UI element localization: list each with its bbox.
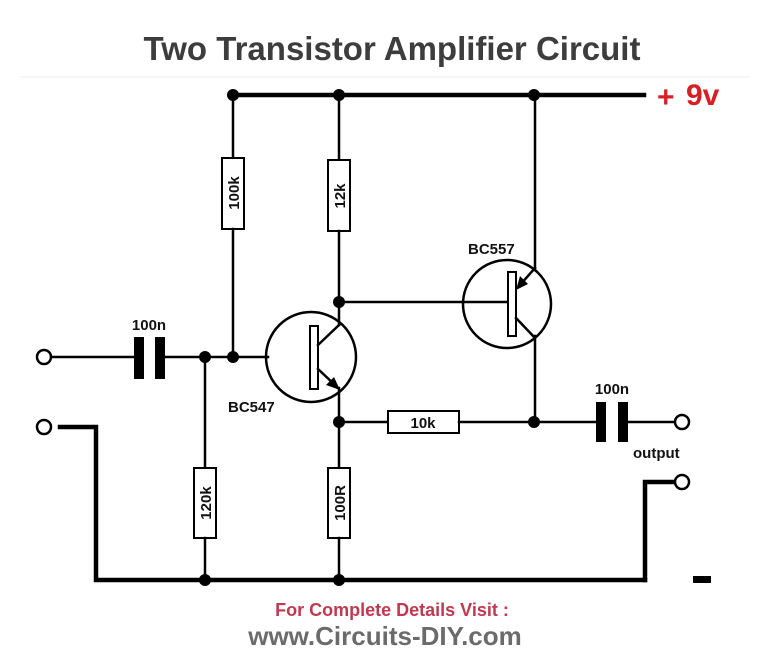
resistor-r4-label: 100R [332, 485, 349, 521]
transistor-q1: BC547 [228, 310, 358, 416]
emitter-arrow-icon [516, 276, 528, 290]
capacitor-c1: 100n [132, 317, 166, 379]
junction-dot [199, 351, 211, 363]
junction-dot [333, 416, 345, 428]
supply-positive-label: + 9v [657, 79, 720, 114]
junction-dot [528, 89, 540, 101]
input-terminal-signal[interactable] [35, 348, 53, 366]
junction-dot [199, 574, 211, 586]
plus-icon: + [657, 81, 675, 114]
resistor-r2-label: 12k [332, 183, 349, 209]
junction-dot [227, 351, 239, 363]
diagram-title: Two Transistor Amplifier Circuit [144, 30, 641, 67]
capacitor-c2: 100n [595, 381, 629, 442]
footer-visit-text: For Complete Details Visit : [275, 600, 509, 620]
output-terminal-signal[interactable] [673, 413, 691, 431]
resistor-r5: 10k [387, 410, 460, 434]
resistor-r1-label: 100k [226, 176, 243, 210]
output-label: output [633, 445, 680, 462]
junction-dot [227, 89, 239, 101]
junction-dot [333, 296, 345, 308]
junction-dots [199, 89, 540, 586]
input-terminal-ground[interactable] [35, 418, 53, 436]
resistor-r4: 100R [327, 467, 351, 539]
capacitor-c2-label: 100n [595, 381, 629, 398]
emitter-arrow-icon [326, 377, 340, 390]
resistor-r3: 120k [193, 467, 217, 539]
junction-dot [333, 574, 345, 586]
minus-icon [693, 576, 711, 583]
junction-dot [528, 416, 540, 428]
resistor-r2: 12k [327, 159, 351, 232]
footer-website-link[interactable]: www.Circuits-DIY.com [247, 621, 522, 651]
resistor-r5-label: 10k [410, 415, 436, 432]
output-terminal-ground[interactable] [673, 473, 691, 491]
transistor-q2: BC557 [461, 241, 553, 350]
resistor-r1: 100k [221, 157, 245, 230]
resistor-r3-label: 120k [198, 486, 215, 520]
transistor-q2-label: BC557 [468, 241, 515, 258]
junction-dot [333, 89, 345, 101]
transistor-q1-label: BC547 [228, 399, 275, 416]
ground-rail [57, 424, 675, 583]
capacitor-c1-label: 100n [132, 317, 166, 334]
supply-voltage: 9v [686, 79, 720, 112]
